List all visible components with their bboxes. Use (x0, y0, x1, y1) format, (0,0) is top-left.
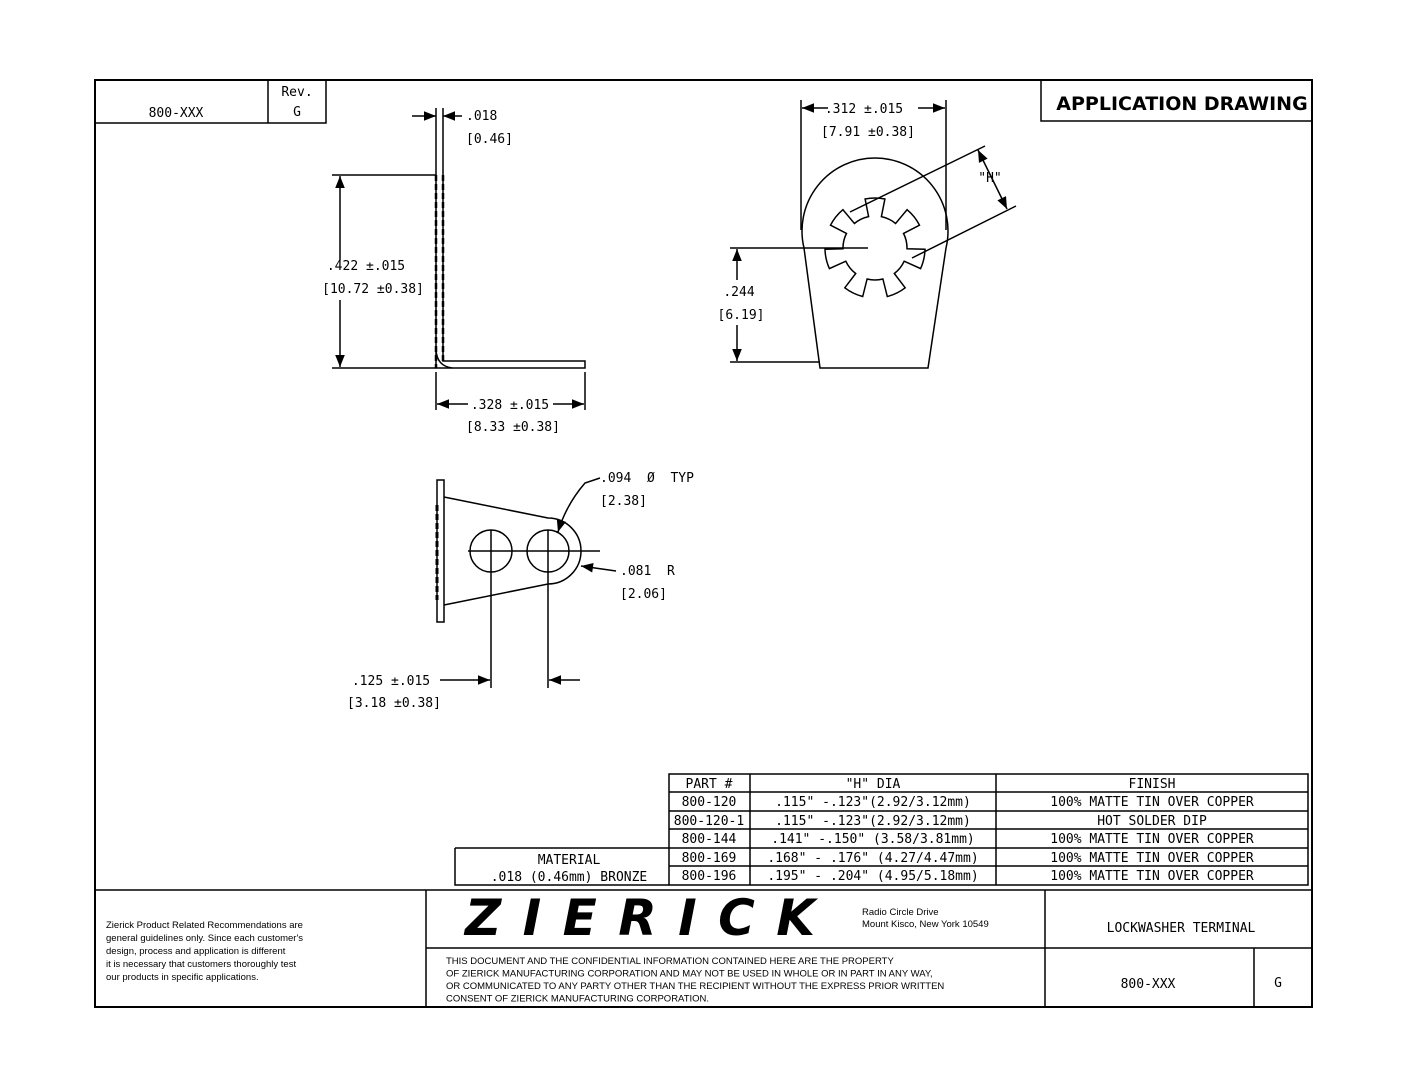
dim-spacing: .125 ±.015 (352, 674, 430, 689)
dim-radius-mm: [2.06] (620, 587, 667, 602)
rev-value: G (293, 105, 301, 120)
table-cell: .141" -.150" (3.58/3.81mm) (771, 832, 975, 847)
part-table (454, 773, 1309, 886)
dim-thickness: .018 (466, 109, 497, 124)
table-header: "H" DIA (846, 777, 901, 792)
footer-rev: G (1274, 976, 1282, 991)
dim-thickness-mm: [0.46] (466, 132, 513, 147)
dim-width-mm: [7.91 ±0.38] (821, 125, 915, 140)
disclaimer-line: it is necessary that customers thoroughl… (106, 959, 296, 970)
dim-flange-mm: [8.33 ±0.38] (466, 420, 560, 435)
table-cell: 100% MATTE TIN OVER COPPER (1050, 851, 1254, 866)
dim-radius: .081 R (620, 564, 675, 579)
table-cell: 800-144 (682, 832, 737, 847)
table-cell: 100% MATTE TIN OVER COPPER (1050, 869, 1254, 884)
rev-label: Rev. (281, 85, 312, 100)
table-cell: 100% MATTE TIN OVER COPPER (1050, 795, 1254, 810)
star-hole (824, 197, 926, 298)
top-title-box (95, 80, 327, 124)
confidential-line: OR COMMUNICATED TO ANY PARTY OTHER THAN … (446, 981, 944, 992)
drawing-title: LOCKWASHER TERMINAL (1107, 921, 1256, 936)
dim-spacing-mm: [3.18 ±0.38] (347, 696, 441, 711)
address-line: Radio Circle Drive (862, 907, 939, 918)
header-title: APPLICATION DRAWING (1056, 93, 1307, 115)
table-cell: .195" - .204" (4.95/5.18mm) (767, 869, 978, 884)
disclaimer-line: our products in specific applications. (106, 972, 259, 983)
table-cell: 800-196 (682, 869, 737, 884)
table-cell: .115" -.123"(2.92/3.12mm) (775, 795, 971, 810)
footer-part-number: 800-XXX (1121, 977, 1176, 992)
table-cell: 800-120 (682, 795, 737, 810)
material-label: MATERIAL (538, 853, 601, 868)
table-header: FINISH (1129, 777, 1176, 792)
dim-center: .244 (723, 285, 754, 300)
table-cell: 800-120-1 (674, 814, 744, 829)
table-cell: .168" - .176" (4.27/4.47mm) (767, 851, 978, 866)
dim-width: .312 ±.015 (825, 102, 903, 117)
disclaimer-line: general guidelines only. Since each cust… (106, 933, 303, 944)
dim-center-mm: [6.19] (718, 308, 765, 323)
disclaimer-line: Zierick Product Related Recommendations … (106, 920, 303, 931)
dim-hole-dia: .094 Ø TYP (600, 471, 694, 486)
dim-h: "H" (978, 171, 1001, 186)
disclaimer-line: design, process and application is diffe… (106, 946, 286, 957)
dim-height: .422 ±.015 (327, 259, 405, 274)
table-header: PART # (686, 777, 733, 792)
dim-flange: .328 ±.015 (471, 398, 549, 413)
zierick-logo: ZIERICK (463, 889, 818, 947)
side-view (332, 108, 586, 410)
front-view (730, 100, 1017, 369)
table-cell: 800-169 (682, 851, 737, 866)
title-block (95, 889, 1312, 1007)
confidential-line: THIS DOCUMENT AND THE CONFIDENTIAL INFOR… (446, 956, 894, 967)
dim-height-mm: [10.72 ±0.38] (322, 282, 424, 297)
table-cell: 100% MATTE TIN OVER COPPER (1050, 832, 1254, 847)
table-cell: HOT SOLDER DIP (1097, 814, 1207, 829)
material-value: .018 (0.46mm) BRONZE (491, 870, 648, 885)
top-view (435, 477, 617, 688)
confidential-line: CONSENT OF ZIERICK MANUFACTURING CORPORA… (446, 994, 709, 1005)
top-part-number: 800-XXX (149, 106, 204, 121)
table-cell: .115" -.123"(2.92/3.12mm) (775, 814, 971, 829)
confidential-line: OF ZIERICK MANUFACTURING CORPORATION AND… (446, 969, 933, 980)
address-line: Mount Kisco, New York 10549 (862, 919, 989, 930)
header-box (1040, 80, 1312, 122)
sheet-border (94, 79, 1313, 1008)
dim-hole-dia-mm: [2.38] (600, 494, 647, 509)
